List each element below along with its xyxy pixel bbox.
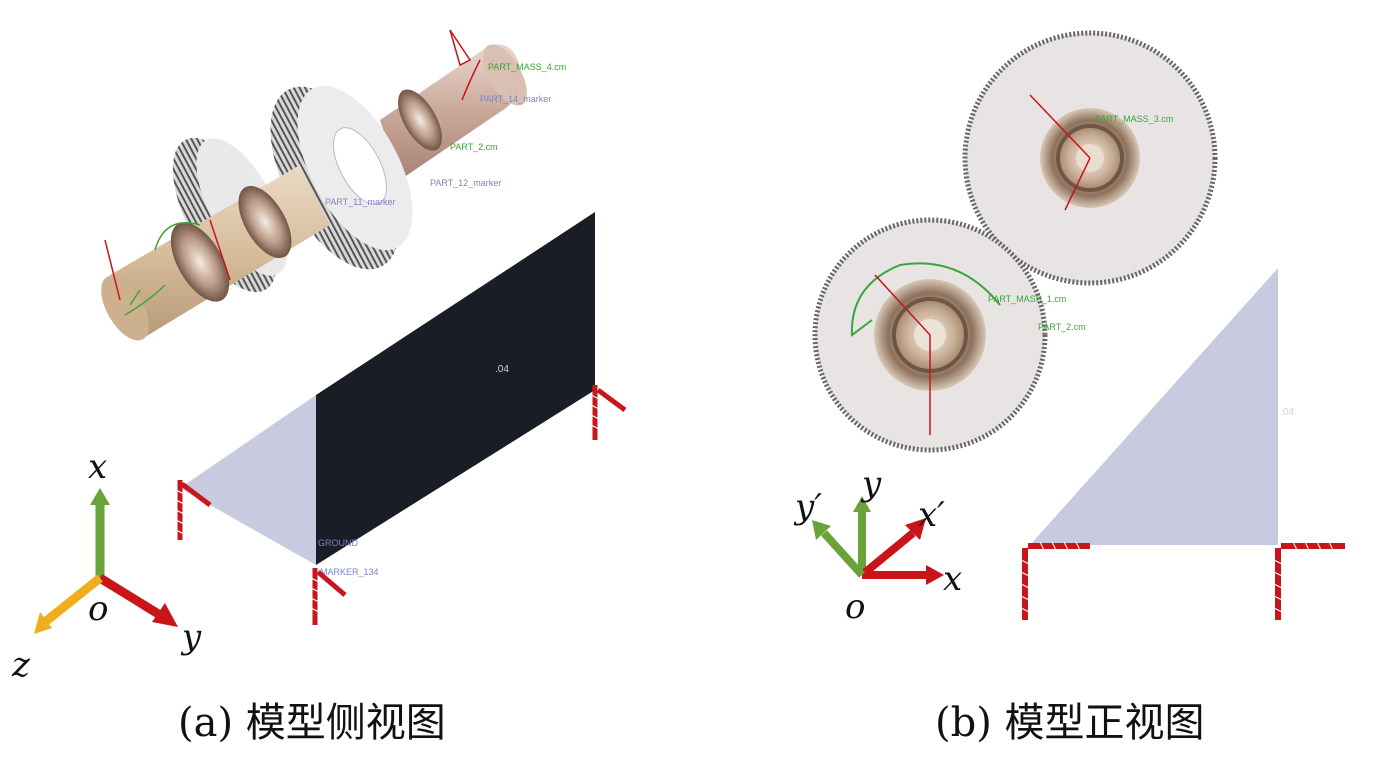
caption-front-view: (b) 模型正视图 <box>935 700 1205 746</box>
label-marker-shaft: PART_11_marker <box>325 197 396 207</box>
label-marker-top: PART_14_marker <box>480 94 551 104</box>
label-mass2: PART_2.cm <box>450 142 498 152</box>
axis-yprime-label: y′ <box>793 487 822 527</box>
large-gear <box>270 85 413 270</box>
caption-side-view: (a) 模型侧视图 <box>178 700 446 746</box>
side-view-model: PART_MASS_4.cm PART_14_marker PART_2.cm … <box>11 29 627 685</box>
label-mass4: PART_MASS_4.cm <box>488 62 566 72</box>
axis-y-label-b: y <box>860 464 882 504</box>
panel-side-view: PART_MASS_4.cm PART_14_marker PART_2.cm … <box>0 0 690 762</box>
label-plate-a: .04 <box>495 364 509 375</box>
axis-x-label-b: x <box>943 559 962 599</box>
axis-y-label: y <box>180 617 202 657</box>
lower-shaft <box>101 89 442 341</box>
axes-b: y x x′ y′ o <box>793 464 962 627</box>
axis-xprime-label: x′ <box>918 495 945 535</box>
springs-b <box>1022 543 1345 620</box>
axis-z-label: z <box>11 645 31 685</box>
upper-gear <box>962 30 1218 286</box>
axis-origin-label: o <box>88 589 108 629</box>
lower-gear <box>812 217 1048 453</box>
springs-a <box>177 385 627 625</box>
label-plate-b: .04 <box>1280 407 1294 418</box>
annotation-green <box>124 222 201 316</box>
annotation-markers <box>104 29 481 301</box>
triangle-plate: .04 <box>1030 268 1294 545</box>
axes-a: x y z o <box>11 447 202 685</box>
front-view-model: PART_MASS_3.cm PART_MASS_1.cm PART_2.cm … <box>793 30 1345 627</box>
label-marker-mid: PART_12_marker <box>430 178 501 188</box>
label-ground: GROUND <box>318 538 358 548</box>
spring-coils-b <box>1020 541 1334 613</box>
axis-origin-label-b: o <box>845 587 865 627</box>
support-plate: .04 <box>180 212 595 565</box>
label-mass-bottom: PART_MASS_1.cm <box>988 294 1066 304</box>
upper-shaft <box>380 44 527 181</box>
label-mass-top: PART_MASS_3.cm <box>1095 114 1173 124</box>
axis-x-label: x <box>88 447 107 487</box>
label-mass-bottom2: PART_2.cm <box>1038 322 1086 332</box>
label-ground-marker: MARKER_134 <box>320 567 379 577</box>
spring-coils-a <box>175 394 600 613</box>
panel-front-view: PART_MASS_3.cm PART_MASS_1.cm PART_2.cm … <box>700 0 1398 762</box>
